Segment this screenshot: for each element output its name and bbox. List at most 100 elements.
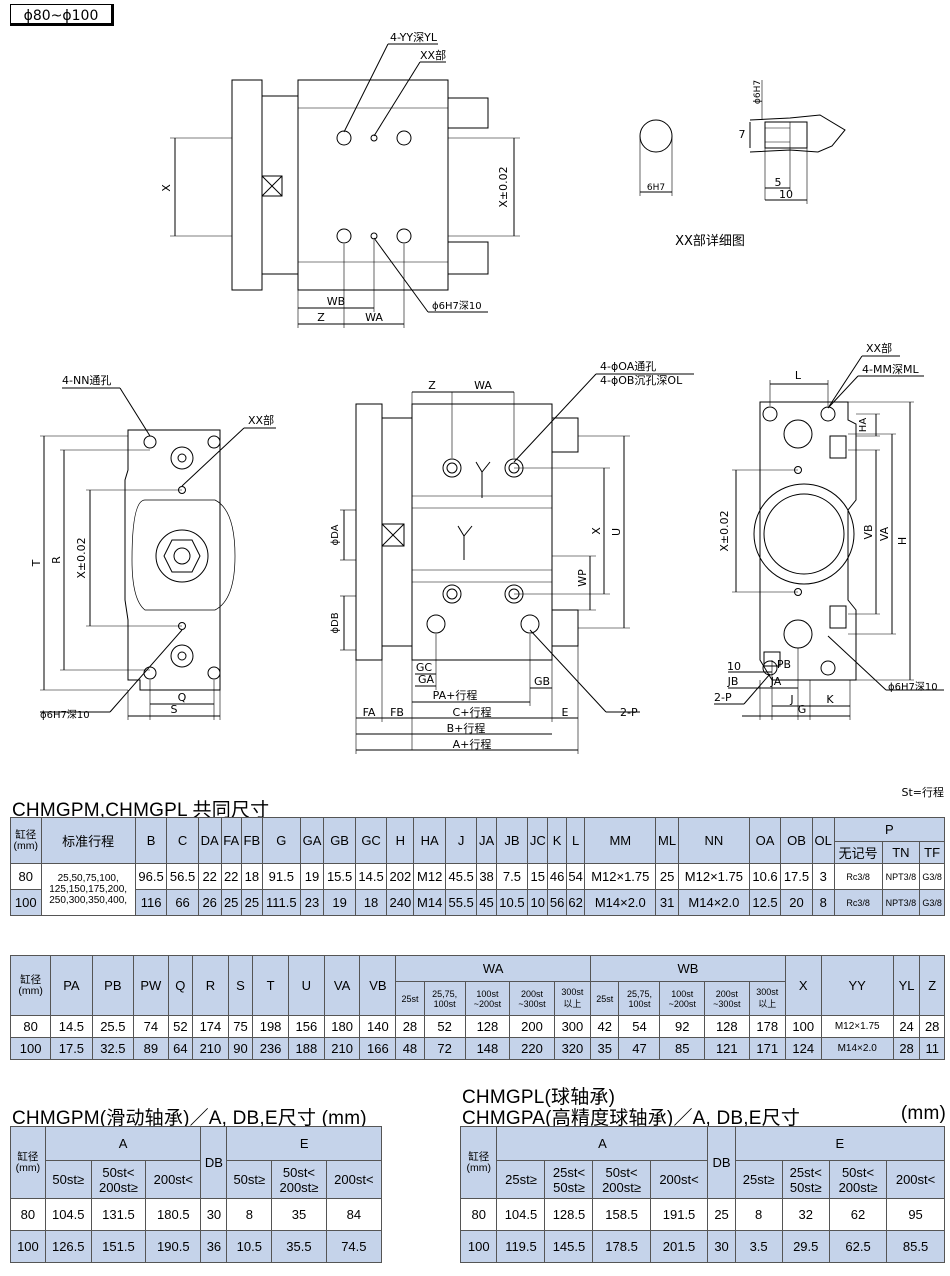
- table-row: 25st≥25st<50st≥50st<200st≥200st<25st≥25s…: [461, 1160, 945, 1199]
- header-cell: 100st~200st: [659, 981, 706, 1016]
- table-cell: 52: [423, 1015, 466, 1038]
- header-cell: 25st: [395, 981, 425, 1016]
- lbl-mid-p: 2-P: [620, 706, 638, 719]
- table-cell: 10: [527, 889, 549, 916]
- header-cell: A: [496, 1126, 709, 1161]
- header-cell: FA: [220, 817, 242, 864]
- lbl-mid-z: Z: [428, 379, 436, 392]
- table4-title2: CHMGPA(高精度球轴承)／A, DB,E尺寸: [462, 1108, 801, 1129]
- header-cell: G: [261, 817, 301, 864]
- header-cell: DB: [200, 1126, 228, 1199]
- table-cell: 220: [509, 1037, 555, 1060]
- table-cell: 201.5: [649, 1230, 709, 1263]
- table-cell: 35: [590, 1037, 620, 1060]
- table-cell: 85.5: [886, 1230, 945, 1263]
- header-cell: GA: [299, 817, 325, 864]
- table-cell: 3: [811, 863, 835, 890]
- table-cell: 38: [476, 863, 497, 890]
- lbl-right-vb: VB: [862, 524, 875, 539]
- table-cell: 35: [271, 1198, 327, 1231]
- table-cell: 210: [323, 1037, 361, 1060]
- table-cell: 18: [354, 889, 388, 916]
- table-cell: 180.5: [145, 1198, 202, 1231]
- table-cell: 35.5: [271, 1230, 327, 1263]
- table-cell: 80: [459, 1198, 498, 1231]
- lbl-right-k: K: [826, 693, 834, 706]
- header-cell: WB: [590, 955, 786, 982]
- table-cell: 89: [133, 1037, 169, 1060]
- table4-unit: (mm): [900, 1103, 946, 1124]
- header-cell: 50st≥: [226, 1160, 273, 1199]
- table-cell: 17.5: [50, 1037, 93, 1060]
- table-cell: 240: [386, 889, 415, 916]
- header-cell: OA: [748, 817, 782, 864]
- table-cell: 56: [547, 889, 567, 916]
- table-cell: M14×2.0: [820, 1037, 894, 1060]
- table-cell: 100: [9, 1037, 52, 1060]
- lbl-right-l: L: [795, 369, 802, 382]
- table-cell: 128.5: [544, 1198, 594, 1231]
- lbl-top-wa: WA: [365, 311, 383, 324]
- header-cell: Z: [919, 955, 945, 1016]
- header-cell: MM: [584, 817, 657, 864]
- header-cell: 50st<200st≥: [592, 1160, 651, 1199]
- detail-caption: XX部详细图: [675, 234, 745, 249]
- table-cell: 3.5: [734, 1230, 783, 1263]
- table-cell: 100: [10, 1230, 46, 1263]
- lbl-right-j: J: [789, 693, 793, 706]
- header-cell: 50st≥: [44, 1160, 92, 1199]
- table-cell: 54: [618, 1015, 661, 1038]
- table-cell: 46: [547, 863, 567, 890]
- table-cell: 56.5: [166, 863, 199, 890]
- table-cell: 90: [227, 1037, 254, 1060]
- header-cell: 200st<: [886, 1160, 945, 1199]
- table-cell: M14×2.0: [584, 889, 657, 916]
- lbl-right-x002: X±0.02: [718, 510, 731, 551]
- table-cell: 10.6: [748, 863, 782, 890]
- table-cell: 190.5: [145, 1230, 202, 1263]
- lbl-mid-x: X: [590, 527, 603, 535]
- table-cell: 19: [299, 863, 325, 890]
- header-cell: JA: [476, 817, 497, 864]
- table-cell: 28: [892, 1037, 921, 1060]
- header-cell: 缸径(mm): [10, 817, 42, 864]
- table-cell: 64: [167, 1037, 194, 1060]
- lbl-right-ha: HA: [858, 418, 869, 433]
- table-cell: 19: [323, 889, 356, 916]
- header-cell: B: [134, 817, 168, 864]
- table-cell: 171: [748, 1037, 786, 1060]
- table-cell: 191.5: [649, 1198, 709, 1231]
- header-cell: R: [192, 955, 229, 1016]
- header-cell: 100st~200st: [464, 981, 511, 1016]
- header-cell: JB: [495, 817, 529, 864]
- table-cell: M12×1.75: [584, 863, 657, 890]
- table-cell: 116: [134, 889, 168, 916]
- header-cell: C: [166, 817, 199, 864]
- header-cell: TN: [881, 841, 921, 864]
- table-cell: 198: [252, 1015, 289, 1038]
- table-cell: 178: [748, 1015, 786, 1038]
- header-cell: L: [565, 817, 586, 864]
- table-cell: 104.5: [496, 1198, 546, 1231]
- header-cell: S: [227, 955, 254, 1016]
- table-cell: 148: [464, 1037, 511, 1060]
- lbl-right-va: VA: [878, 526, 891, 541]
- table-cell: 45: [476, 889, 497, 916]
- table-cell: 200: [509, 1015, 555, 1038]
- table-cell: 92: [659, 1015, 706, 1038]
- table-cell: 202: [386, 863, 415, 890]
- header-cell: PA: [50, 955, 93, 1016]
- table-cell: 8: [226, 1198, 273, 1231]
- header-cell: DA: [197, 817, 222, 864]
- lbl-detail-six: 6H7: [647, 183, 665, 193]
- table-cell: 28: [919, 1015, 945, 1038]
- header-cell: U: [287, 955, 325, 1016]
- header-cell: DB: [707, 1126, 736, 1199]
- lbl-mid-b: B+行程: [447, 722, 486, 735]
- table1-title: CHMGPM,CHMGPL 共同尺寸: [12, 800, 270, 821]
